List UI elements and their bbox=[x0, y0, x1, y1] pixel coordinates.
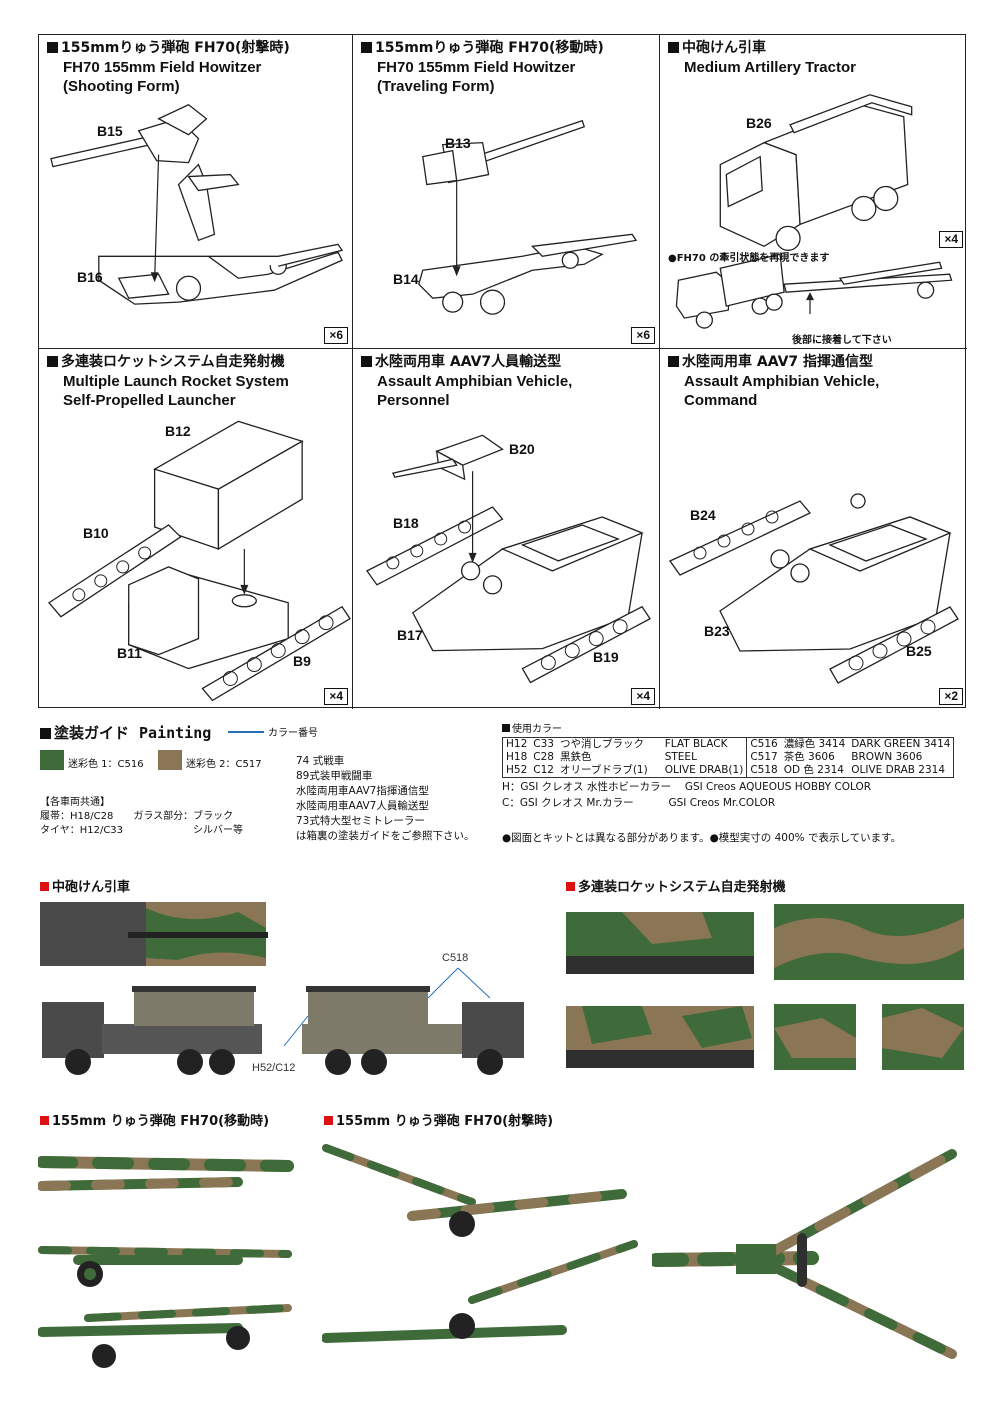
colors-title: 使用カラー bbox=[502, 720, 966, 735]
section-title-fh70-shoot: 155mm りゅう弾砲 FH70(射撃時) bbox=[324, 1110, 553, 1129]
cell-subtitle-en: Personnel bbox=[377, 392, 450, 409]
cell-title-jp: 水陸両用車 AAV7 指揮通信型 bbox=[668, 353, 961, 372]
quantity-badge: ×4 bbox=[324, 688, 348, 705]
hobby-color-note: H：GSI クレオス 水性ホビーカラー GSI Creos AQUEOUS HO… bbox=[502, 781, 872, 793]
tractor-color-illustration bbox=[40, 902, 524, 1075]
mlrs-color-illustration bbox=[566, 904, 964, 1070]
part-label: B19 bbox=[593, 649, 619, 665]
part-label: B26 bbox=[746, 115, 772, 131]
part-label: B16 bbox=[77, 269, 103, 285]
quantity-badge: ×4 bbox=[631, 688, 655, 705]
camo2-label: 迷彩色 2：C517 bbox=[186, 759, 262, 770]
cell-mlrs: 多連装ロケットシステム自走発射機 Multiple Launch Rocket … bbox=[39, 349, 353, 709]
fh70-shooting-color-illustration bbox=[322, 1144, 638, 1343]
cell-subtitle-en: (Traveling Form) bbox=[377, 78, 495, 95]
towing-note: ●FH70 の牽引状態を再現できます bbox=[668, 253, 830, 264]
quantity-badge: ×6 bbox=[631, 327, 655, 344]
cell-title-jp: 155mmりゅう弾砲 FH70(射撃時) bbox=[47, 39, 346, 58]
cell-title-en: Assault Amphibian Vehicle, bbox=[377, 373, 573, 390]
cell-artillery-tractor: 中砲けん引車 Medium Artillery Tractor B26 ×4 ●… bbox=[660, 35, 967, 349]
mlrs-assembly-drawing bbox=[47, 420, 351, 702]
mr-color-note: C：GSI クレオス Mr.カラー GSI Creos Mr.COLOR bbox=[502, 797, 776, 809]
cell-subtitle-en: Self-Propelled Launcher bbox=[63, 392, 236, 409]
section-title-tractor: 中砲けん引車 bbox=[40, 876, 130, 895]
color-number-label: カラー番号 bbox=[268, 728, 318, 739]
fh70-traveling-assembly-drawing bbox=[418, 119, 638, 315]
color-number-line bbox=[228, 731, 264, 733]
fh70-shooting-assembly-drawing bbox=[50, 104, 344, 305]
cell-title-jp: 中砲けん引車 bbox=[668, 39, 961, 58]
cell-title-en: Medium Artillery Tractor bbox=[684, 59, 856, 76]
callout-h52: H52/C12 bbox=[252, 1062, 296, 1074]
part-label: B23 bbox=[704, 623, 730, 639]
part-label: B12 bbox=[165, 423, 191, 439]
part-label: B9 bbox=[293, 653, 311, 669]
camo1-swatch bbox=[40, 750, 64, 770]
part-label: B10 bbox=[83, 525, 109, 541]
camo1-label: 迷彩色 1：C516 bbox=[68, 759, 144, 770]
quantity-badge: ×6 bbox=[324, 327, 348, 344]
cell-title-en: Assault Amphibian Vehicle, bbox=[684, 373, 880, 390]
cell-title-en: FH70 155mm Field Howitzer bbox=[63, 59, 262, 76]
part-label: B15 bbox=[97, 123, 123, 139]
cell-title-jp: 水陸両用車 AAV7人員輸送型 bbox=[361, 353, 653, 372]
glue-note: 後部に接着して下さい bbox=[792, 335, 892, 346]
cell-title-jp: 155mmりゅう弾砲 FH70(移動時) bbox=[361, 39, 653, 58]
fh70-shooting-top-illustration bbox=[652, 1149, 957, 1359]
aav7-personnel-assembly-drawing bbox=[365, 434, 651, 684]
aav7-command-assembly-drawing bbox=[669, 493, 959, 684]
cell-fh70-traveling: 155mmりゅう弾砲 FH70(移動時) FH70 155mm Field Ho… bbox=[353, 35, 660, 349]
cell-subtitle-en: Command bbox=[684, 392, 758, 409]
part-label: B18 bbox=[393, 515, 419, 531]
cell-fh70-shooting: 155mmりゅう弾砲 FH70(射撃時) FH70 155mm Field Ho… bbox=[39, 35, 353, 349]
fh70-traveling-color-illustration bbox=[38, 1156, 294, 1368]
vehicle-reference-list: 74 式戦車 89式装甲戦闘車 水陸両用車AAV7指揮通信型 水陸両用車AAV7… bbox=[296, 755, 475, 842]
part-label: B24 bbox=[690, 507, 716, 523]
callout-c518: C518 bbox=[442, 952, 469, 964]
part-label: B14 bbox=[393, 271, 419, 287]
cell-aav7-command: 水陸両用車 AAV7 指揮通信型 Assault Amphibian Vehic… bbox=[660, 349, 967, 709]
part-label: B11 bbox=[117, 645, 142, 661]
section-title-mlrs: 多連装ロケットシステム自走発射機 bbox=[566, 876, 786, 895]
cell-aav7-personnel: 水陸両用車 AAV7人員輸送型 Assault Amphibian Vehicl… bbox=[353, 349, 660, 709]
quantity-badge: ×4 bbox=[939, 231, 963, 248]
tractor-assembly-drawing bbox=[675, 94, 953, 329]
assembly-grid: 155mmりゅう弾砲 FH70(射撃時) FH70 155mm Field Ho… bbox=[38, 34, 967, 709]
part-label: B13 bbox=[445, 135, 471, 151]
quantity-badge: ×2 bbox=[939, 688, 963, 705]
footnote: ●図面とキットとは異なる部分があります。●模型実寸の 400% で表示しています… bbox=[502, 832, 902, 844]
cell-subtitle-en: (Shooting Form) bbox=[63, 78, 180, 95]
part-label: B17 bbox=[397, 627, 423, 643]
section-title-fh70-travel: 155mm りゅう弾砲 FH70(移動時) bbox=[40, 1110, 269, 1129]
part-label: B25 bbox=[906, 643, 932, 659]
common-colors: 【各車両共通】 履帯：H18/C28 ガラス部分：ブラック タイヤ：H12/C3… bbox=[40, 797, 244, 836]
cell-title-en: Multiple Launch Rocket System bbox=[63, 373, 289, 390]
part-label: B20 bbox=[509, 441, 535, 457]
camo2-swatch bbox=[158, 750, 182, 770]
cell-title-en: FH70 155mm Field Howitzer bbox=[377, 59, 576, 76]
cell-title-jp: 多連装ロケットシステム自走発射機 bbox=[47, 353, 346, 372]
